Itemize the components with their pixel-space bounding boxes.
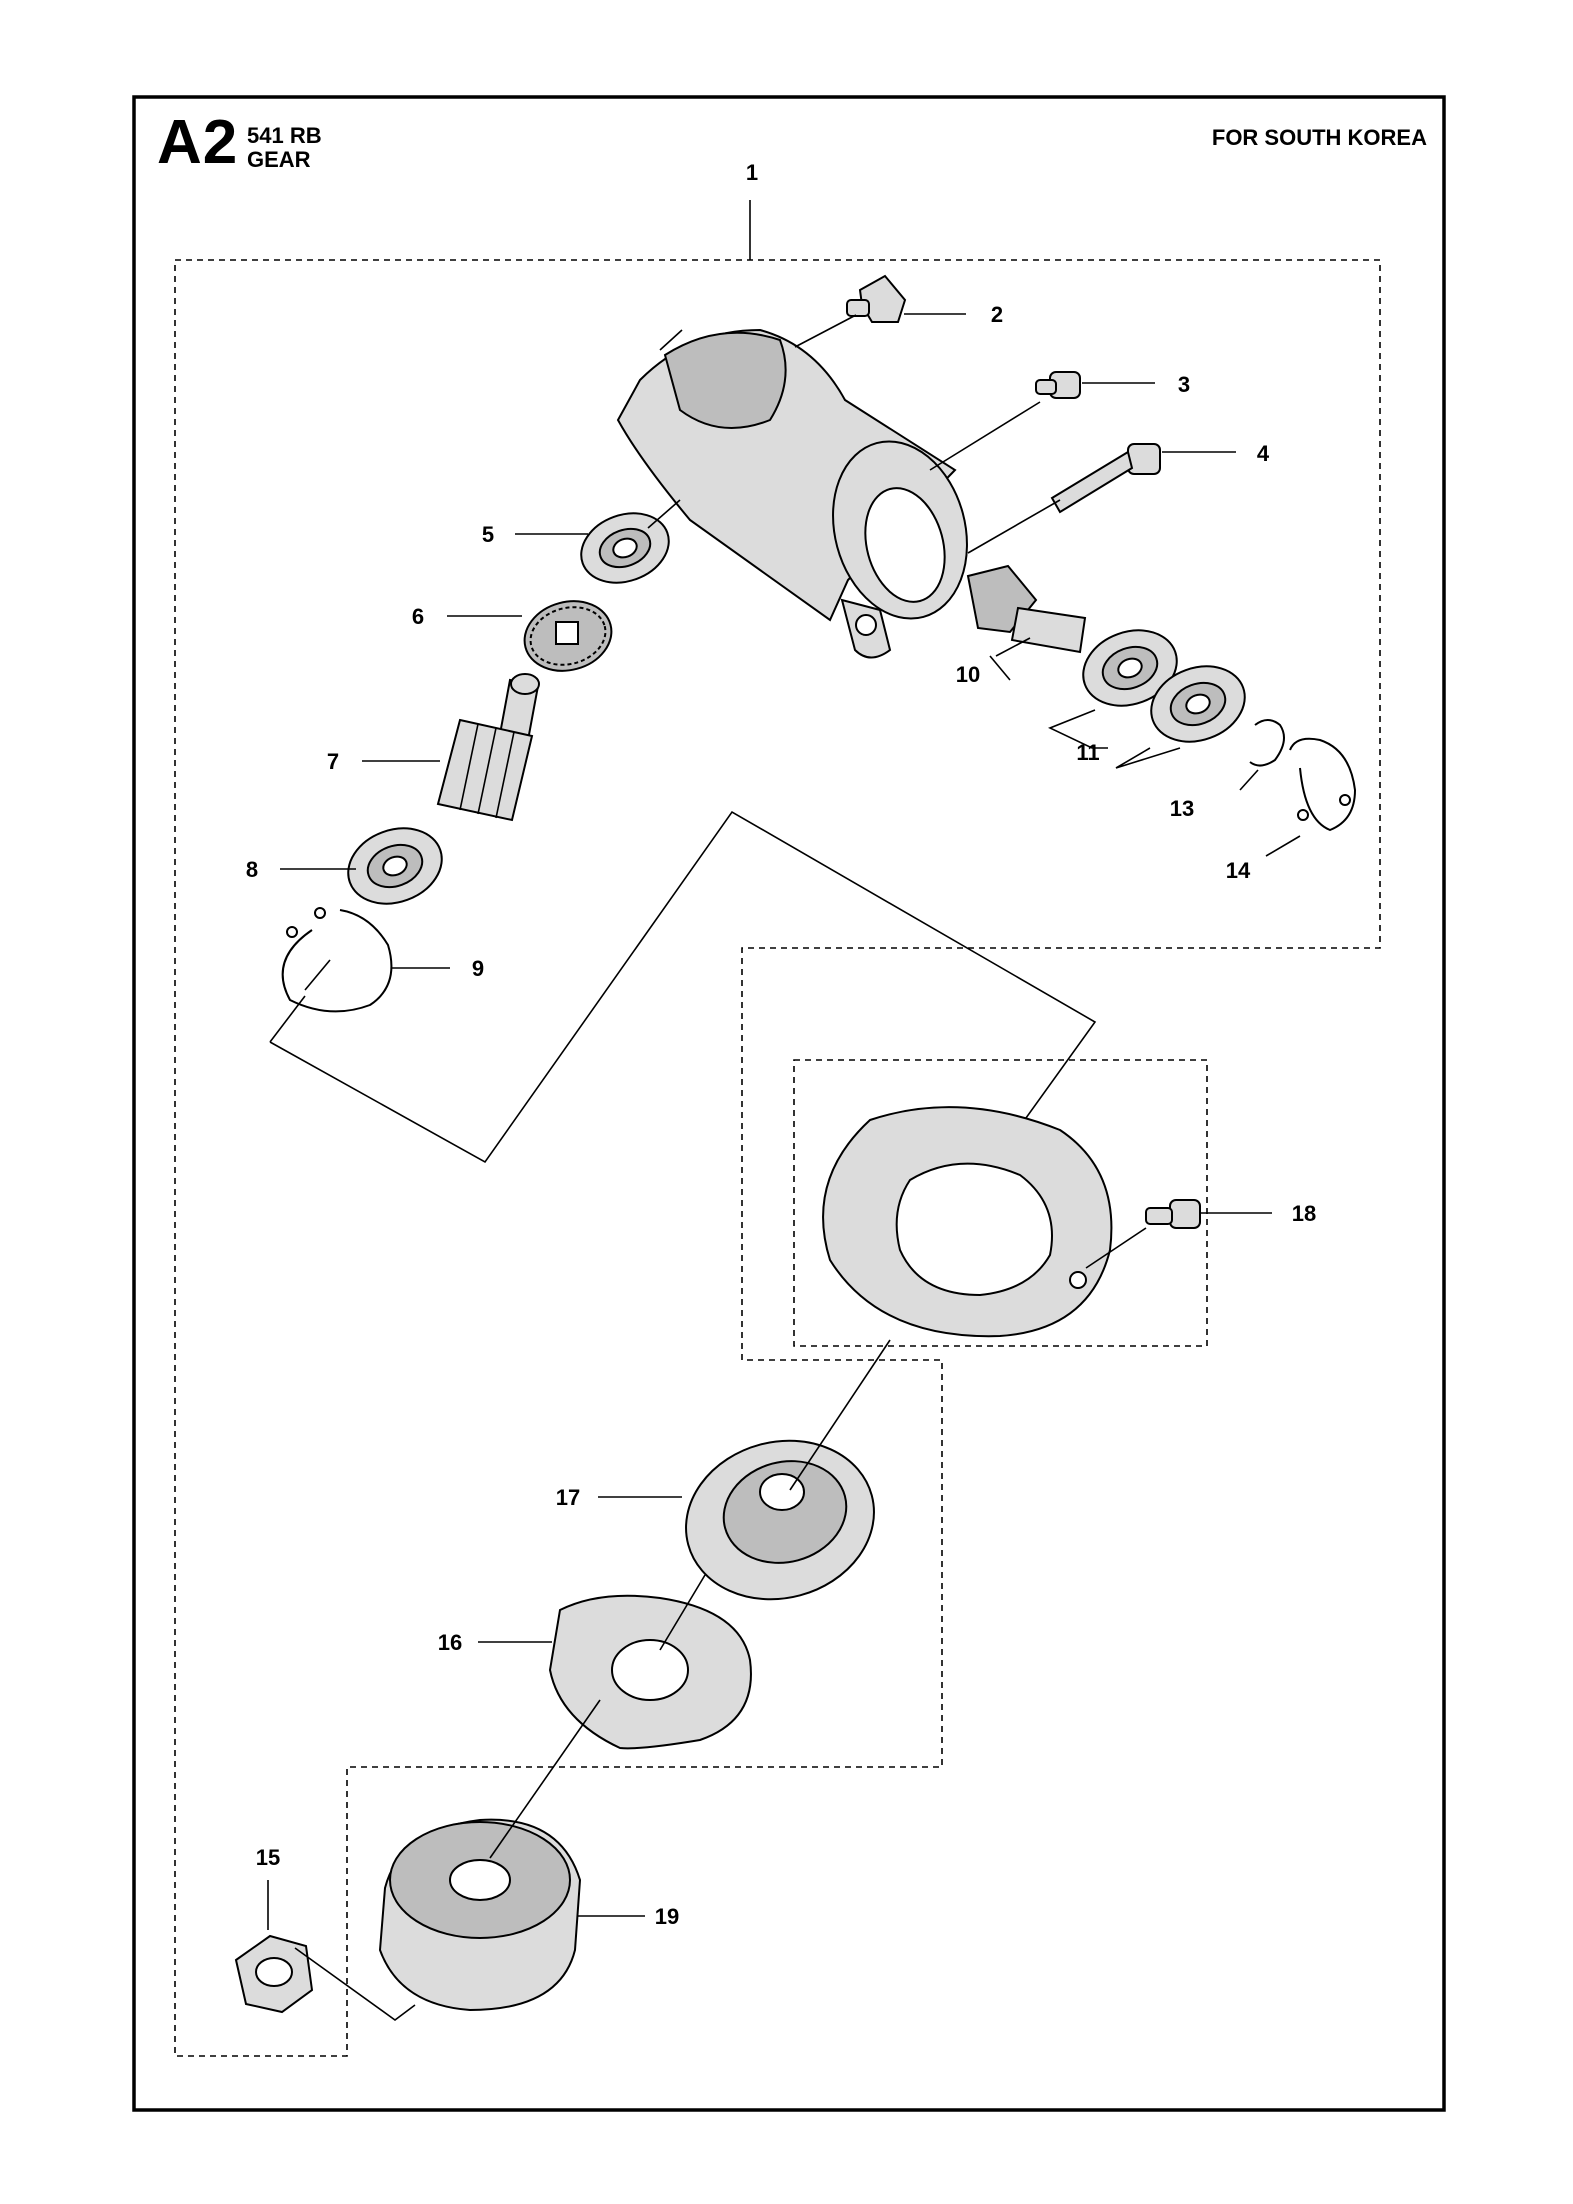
model-number: 541 RB (247, 123, 322, 148)
callout-9: 9 (472, 956, 484, 981)
callout-2: 2 (991, 302, 1003, 327)
callout-7: 7 (327, 749, 339, 774)
callout-5: 5 (482, 522, 494, 547)
assembly-18-boundary (793, 1059, 1208, 1347)
callout-6: 6 (412, 604, 424, 629)
part-6-bevel-gear (447, 600, 613, 672)
part-9-circlip (281, 907, 450, 1013)
part-5-bearing (515, 499, 681, 584)
callout-10: 10 (956, 662, 980, 687)
callout-1: 1 (746, 160, 758, 185)
part-4-long-screw (967, 443, 1236, 554)
callout-8: 8 (246, 857, 258, 882)
part-14-circlip (1265, 737, 1357, 857)
section-code: A2 (157, 108, 239, 177)
callout-4: 4 (1257, 441, 1270, 466)
part-11-bearings (1048, 629, 1246, 769)
market-region: FOR SOUTH KOREA (1211, 125, 1427, 150)
page-frame (132, 95, 1446, 2112)
shaft-to-disc-leader (269, 810, 1097, 1176)
part-2-plug-screw (794, 274, 966, 348)
part-8-bearing (280, 827, 443, 905)
assembly-1-boundary (174, 200, 1381, 2057)
part-3-screw (929, 371, 1155, 471)
callout-labels: 1 2 3 4 5 6 7 8 9 10 11 13 14 15 16 17 1… (246, 160, 1316, 1929)
callout-15: 15 (256, 1845, 280, 1870)
part-19-cup (378, 1699, 645, 2012)
callout-13: 13 (1170, 796, 1194, 821)
callout-11: 11 (1076, 740, 1099, 765)
callout-18: 18 (1292, 1201, 1316, 1226)
part-7-output-shaft (362, 673, 540, 822)
callout-3: 3 (1178, 372, 1190, 397)
callout-14: 14 (1226, 858, 1251, 883)
callout-19: 19 (655, 1904, 679, 1929)
part-16-washer-plate (478, 1574, 752, 1750)
gear-housing (616, 328, 968, 659)
part-13-circlip (1239, 719, 1285, 791)
part-10-pinion-gear (966, 564, 1087, 681)
callout-17: 17 (556, 1485, 580, 1510)
part-18-guard-disc (822, 1106, 1272, 1338)
part-15-nut (234, 1880, 416, 2021)
assembly-name: GEAR (247, 147, 311, 172)
part-17-drive-disc (598, 1339, 891, 1601)
callout-16: 16 (438, 1630, 462, 1655)
